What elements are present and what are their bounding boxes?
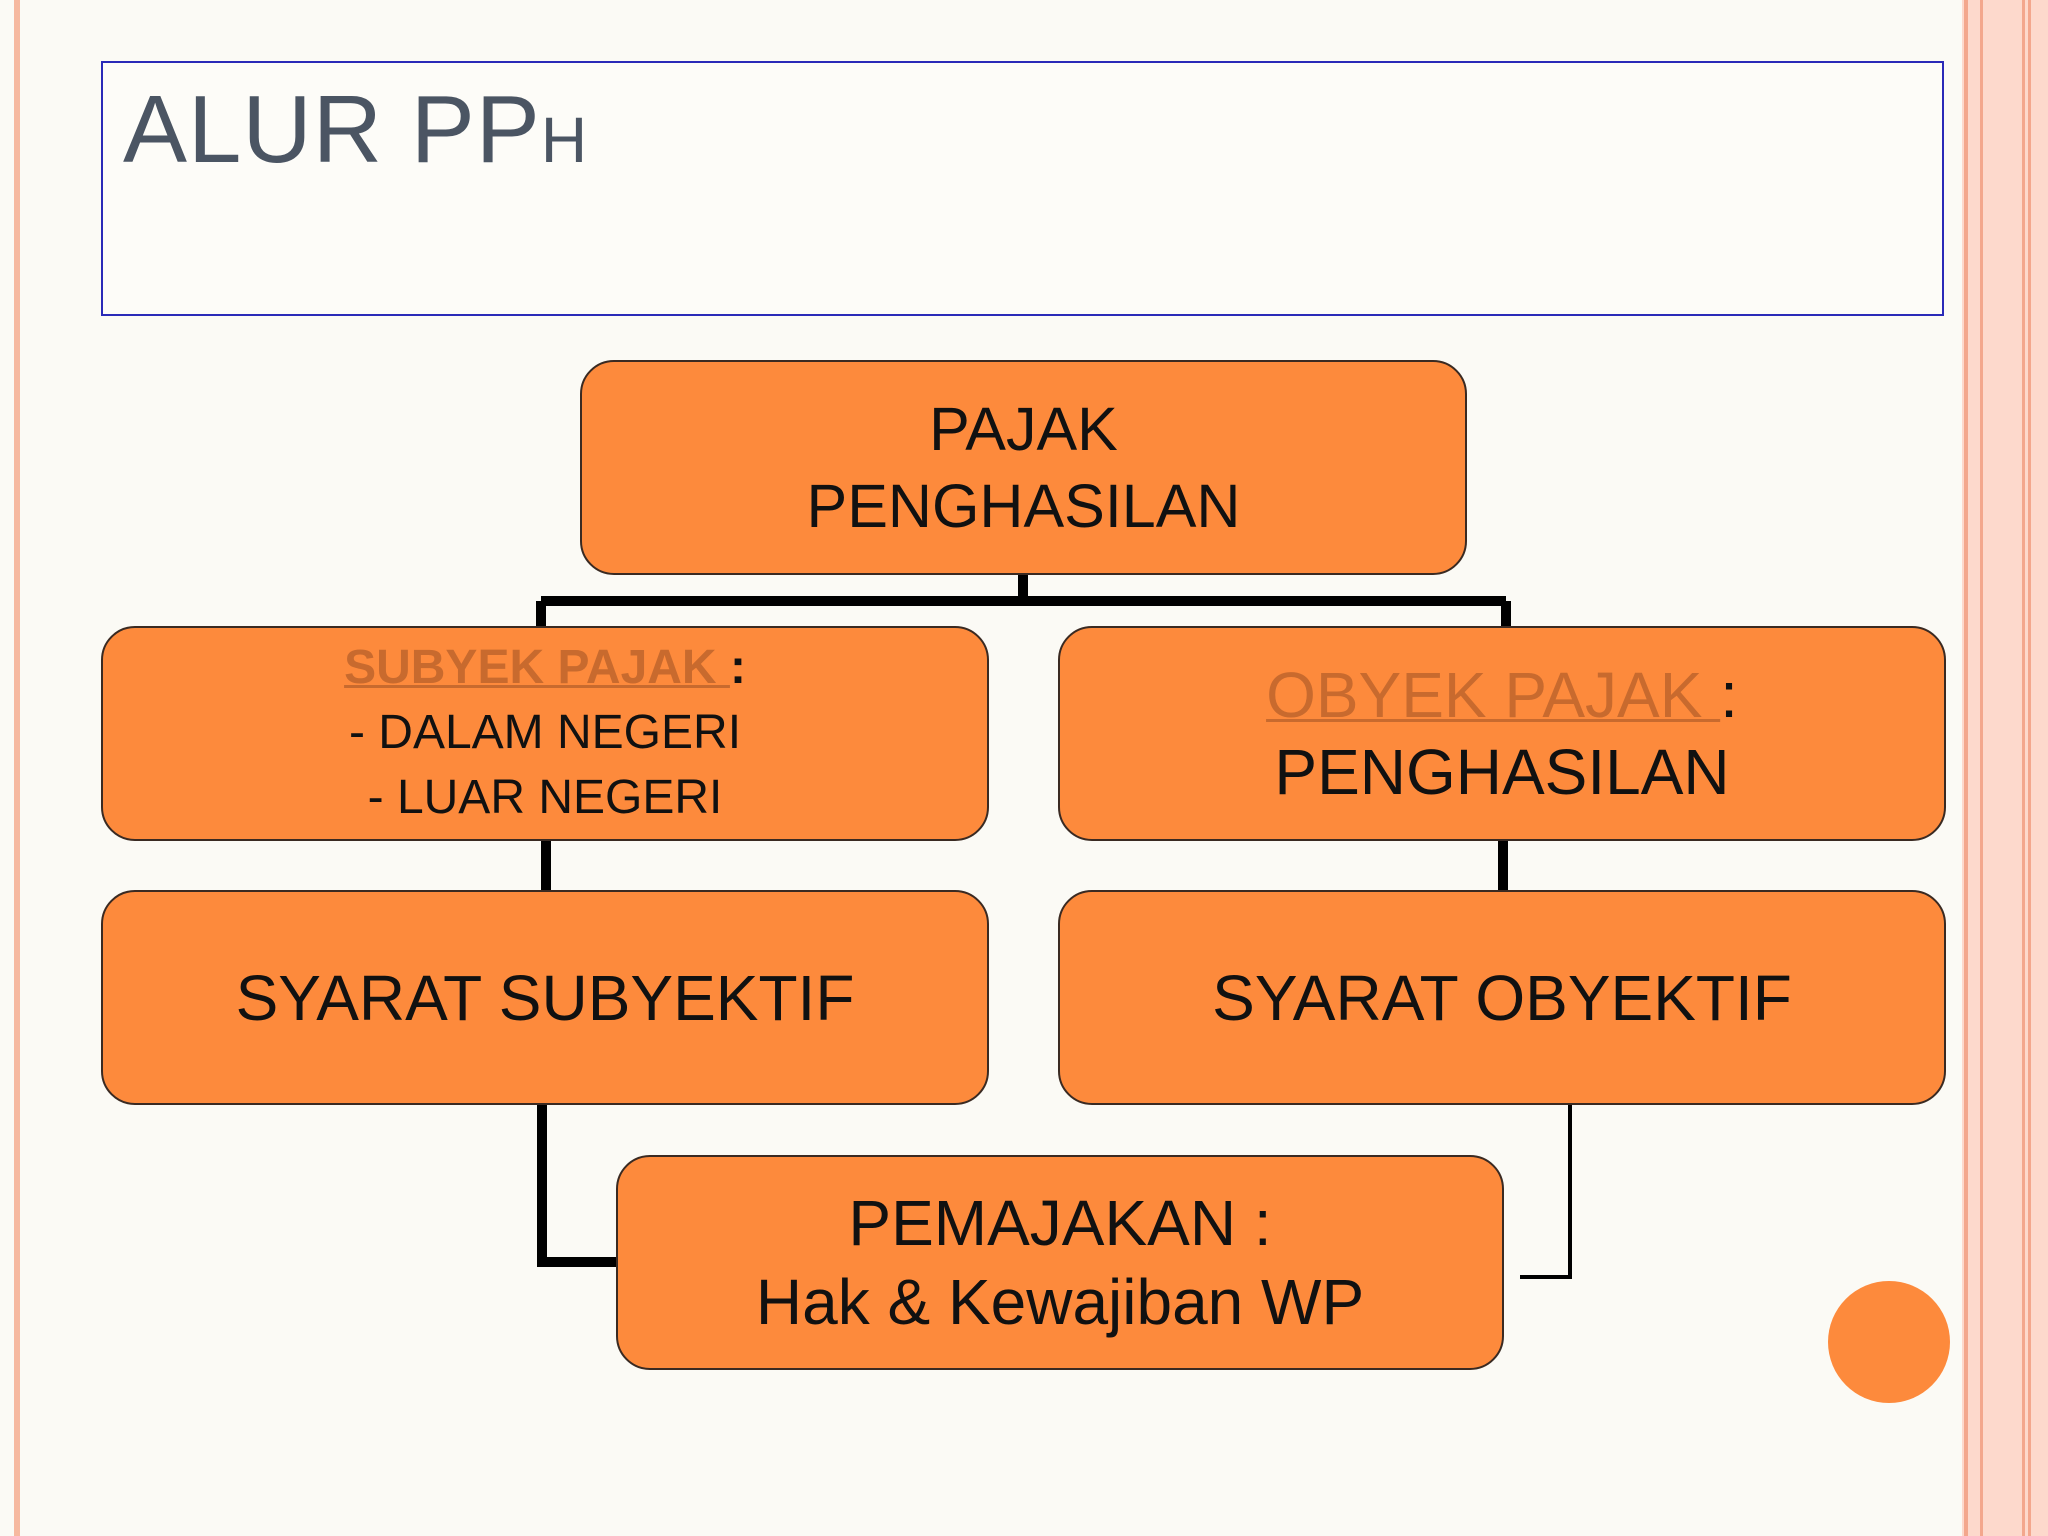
node-pemajakan: PEMAJAKAN : Hak & Kewajiban WP xyxy=(616,1155,1504,1370)
node-pajak-penghasilan-line2: PENGHASILAN xyxy=(806,471,1241,540)
node-obyek-pajak: OBYEK PAJAK : PENGHASILAN xyxy=(1058,626,1946,841)
connector-syarat-subyektif-to-pemajakan xyxy=(537,1104,618,1267)
title-box: ALUR PPH xyxy=(101,61,1944,316)
connector-root-to-children xyxy=(536,573,1511,627)
node-pajak-penghasilan: PAJAK PENGHASILAN xyxy=(580,360,1467,575)
node-subyek-pajak: SUBYEK PAJAK : - DALAM NEGERI - LUAR NEG… xyxy=(101,626,989,841)
pemajakan-heading: PEMAJAKAN : xyxy=(848,1187,1272,1260)
subyek-pajak-dalam-negeri: - DALAM NEGERI xyxy=(348,706,742,760)
obyek-pajak-heading: OBYEK PAJAK xyxy=(1266,658,1721,731)
node-syarat-subyektif: SYARAT SUBYEKTIF xyxy=(101,890,989,1105)
syarat-subyektif-label: SYARAT SUBYEKTIF xyxy=(235,961,855,1034)
syarat-obyektif-label: SYARAT OBYEKTIF xyxy=(1212,961,1792,1034)
obyek-pajak-penghasilan: PENGHASILAN xyxy=(1274,735,1730,808)
pemajakan-hak-kewajiban: Hak & Kewajiban WP xyxy=(755,1265,1365,1338)
obyek-pajak-colon: : xyxy=(1720,658,1738,731)
slide-right-border xyxy=(1962,0,2048,1536)
decorative-circle xyxy=(1828,1281,1950,1403)
subyek-pajak-luar-negeri: - LUAR NEGERI xyxy=(367,770,723,824)
slide-left-border xyxy=(14,0,20,1536)
subyek-pajak-heading: SUBYEK PAJAK xyxy=(344,641,730,695)
node-pajak-penghasilan-line1: PAJAK xyxy=(929,395,1118,464)
connector-syarat-obyektif-to-pemajakan xyxy=(1520,1092,1572,1279)
subyek-pajak-colon: : xyxy=(729,641,746,695)
page-title: ALUR PPH xyxy=(123,76,589,183)
node-syarat-obyektif: SYARAT OBYEKTIF xyxy=(1058,890,1946,1105)
